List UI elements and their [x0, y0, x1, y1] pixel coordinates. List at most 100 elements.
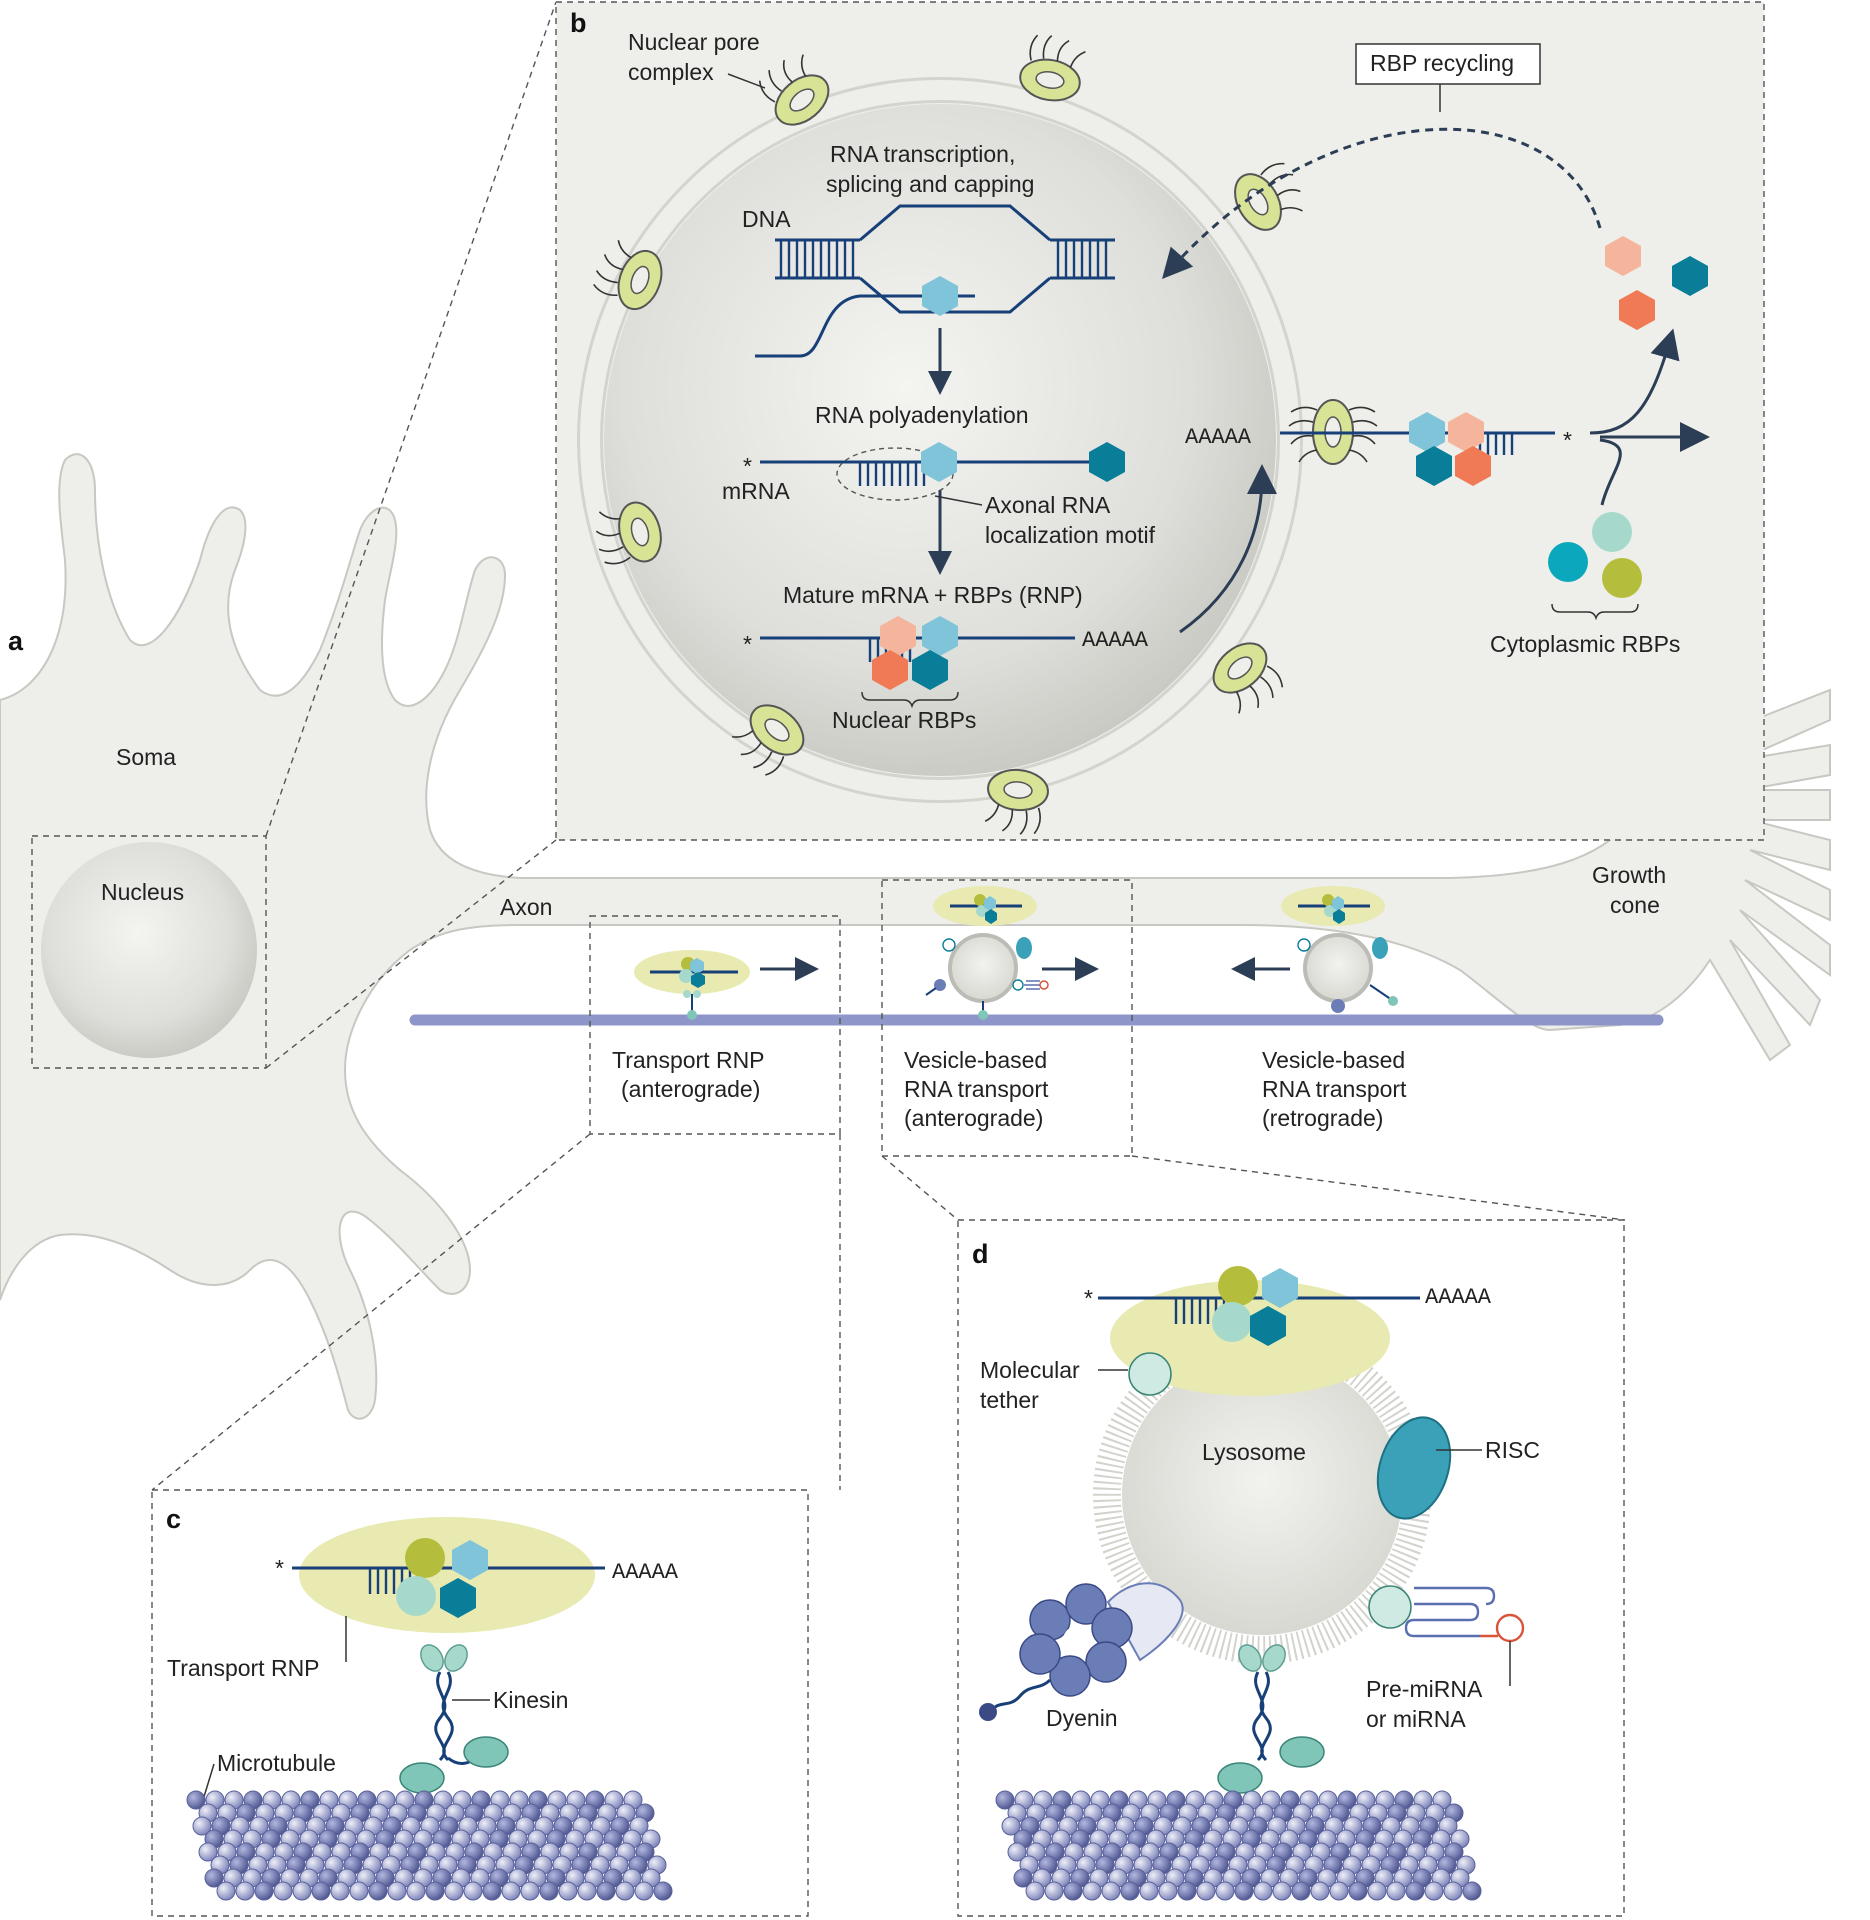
- tubulin-subunit: [482, 1881, 502, 1901]
- cap-label: *: [1084, 1285, 1093, 1311]
- nuclear-pore: [593, 240, 663, 311]
- tubulin-subunit: [615, 1881, 635, 1901]
- microtubule-leader: [202, 1763, 215, 1801]
- lysosome-label: Lysosome: [1202, 1439, 1306, 1465]
- nuclear-pore: [1212, 642, 1284, 714]
- nuclear-envelope-lumen: [580, 80, 1300, 800]
- tubulin-subunit: [1044, 1881, 1064, 1901]
- tubulin-subunit: [1272, 1881, 1292, 1901]
- tubulin-subunit: [1291, 1881, 1311, 1901]
- tubulin-subunit: [1177, 1881, 1197, 1901]
- vesicle-anterograde-mini: [925, 886, 1049, 1020]
- vesicle-anterograde-label: RNA transport: [904, 1076, 1049, 1102]
- panel-d-box: [957, 1219, 1625, 1917]
- rbp-recycling-box: [1355, 43, 1541, 85]
- tubulin-subunit: [235, 1881, 255, 1901]
- vesicle-rnp: [1098, 1266, 1420, 1396]
- tubulin-subunit: [539, 1881, 559, 1901]
- tubulin-subunit: [311, 1881, 331, 1901]
- dna-label: DNA: [742, 206, 791, 232]
- tubulin-subunit: [463, 1881, 483, 1901]
- cytoplasmic-rbp-arrow: [1599, 438, 1622, 506]
- transcription-label: RNA transcription,: [830, 141, 1015, 167]
- transport-rnp: [292, 1517, 605, 1633]
- cytoplasmic-rbps-label: Cytoplasmic RBPs: [1490, 631, 1680, 657]
- rbp-recycling-arrow: [1162, 127, 1602, 279]
- cap-label: *: [743, 453, 752, 479]
- vesicle-anterograde-box: [881, 879, 1133, 1157]
- panel-label-d: d: [972, 1239, 989, 1269]
- nuclear-pore: [1019, 34, 1086, 102]
- tubulin-subunit: [198, 1842, 218, 1862]
- panel-label-b: b: [570, 8, 587, 38]
- vesicle-retrograde-mini: [1281, 886, 1398, 1013]
- risc-label: RISC: [1485, 1437, 1540, 1463]
- tubulin-subunit: [1025, 1881, 1045, 1901]
- nuclear-pore: [1234, 162, 1303, 231]
- transport-rnp-mini: [634, 950, 750, 1020]
- export-arrow: [1179, 464, 1277, 634]
- tubulin-subunit: [1329, 1881, 1349, 1901]
- mrna-label: mRNA: [722, 478, 790, 504]
- microtubule: [186, 1790, 673, 1901]
- tubulin-subunit: [1462, 1881, 1482, 1901]
- tubulin-subunit: [1007, 1842, 1027, 1862]
- polya-label: AAAAA: [612, 1560, 679, 1585]
- tubulin-subunit: [596, 1881, 616, 1901]
- released-rbp: [1605, 236, 1641, 276]
- vesicle-retrograde-label: RNA transport: [1262, 1076, 1407, 1102]
- cap-label: *: [275, 1555, 284, 1581]
- tubulin-subunit: [1386, 1881, 1406, 1901]
- panel-c-box: [151, 1489, 809, 1917]
- transport-rnp-label: Transport RNP: [167, 1655, 320, 1681]
- rbp-recycling-label: RBP recycling: [1370, 50, 1514, 76]
- nuclear-pore-label: Nuclear pore: [628, 29, 760, 55]
- tubulin-subunit: [1234, 1881, 1254, 1901]
- tubulin-subunit: [1001, 1816, 1021, 1836]
- released-rbp: [1619, 290, 1655, 330]
- risc-complex: [1376, 1416, 1452, 1520]
- transport-rnp-box: [589, 915, 841, 1135]
- panel-label-a: a: [8, 626, 24, 656]
- mature-rnp-label: Mature mRNA + RBPs (RNP): [783, 582, 1083, 608]
- tubulin-subunit: [1013, 1868, 1033, 1888]
- cytoplasmic-rbp: [1602, 558, 1642, 598]
- tubulin-subunit: [330, 1881, 350, 1901]
- tubulin-subunit: [292, 1881, 312, 1901]
- transport-rnp-label: (anterograde): [621, 1076, 760, 1102]
- tubulin-subunit: [1443, 1881, 1463, 1901]
- tubulin-subunit: [192, 1816, 212, 1836]
- tubulin-subunit: [368, 1881, 388, 1901]
- motif-label: Axonal RNA: [985, 492, 1111, 518]
- nucleus-zoom-box: [31, 835, 267, 1069]
- panel-label-c: c: [166, 1504, 181, 1534]
- dynein: [979, 1582, 1184, 1721]
- tubulin-subunit: [634, 1881, 654, 1901]
- microtubule-d: [995, 1790, 1482, 1901]
- zoom-line: [265, 1, 557, 837]
- nuclear-rbps-brace: [861, 691, 959, 709]
- tubulin-subunit: [204, 1868, 224, 1888]
- tubulin-subunit: [653, 1881, 673, 1901]
- motif-label: localization motif: [985, 522, 1156, 548]
- tubulin-subunit: [1348, 1881, 1368, 1901]
- mrna-strand: [760, 442, 1125, 501]
- nuclear-pores: [593, 34, 1378, 835]
- zoom-line: [1131, 1155, 1626, 1221]
- tubulin-subunit: [254, 1881, 274, 1901]
- tubulin-subunit: [1082, 1881, 1102, 1901]
- vesicle-anterograde-label: (anterograde): [904, 1105, 1043, 1131]
- tubulin-subunit: [406, 1881, 426, 1901]
- tubulin-subunit: [1253, 1881, 1273, 1901]
- tubulin-subunit: [216, 1881, 236, 1901]
- cytoplasmic-rbps-brace: [1551, 603, 1639, 621]
- polyadenylation-label: RNA polyadenylation: [815, 402, 1029, 428]
- tubulin-subunit: [1424, 1881, 1444, 1901]
- tubulin-subunit: [558, 1881, 578, 1901]
- tubulin-subunit: [273, 1881, 293, 1901]
- nuclear-pore: [984, 768, 1049, 835]
- polya-label: AAAAA: [1425, 1285, 1492, 1310]
- vesicle-retrograde-label: (retrograde): [1262, 1105, 1383, 1131]
- tether-label: Molecular: [980, 1357, 1080, 1383]
